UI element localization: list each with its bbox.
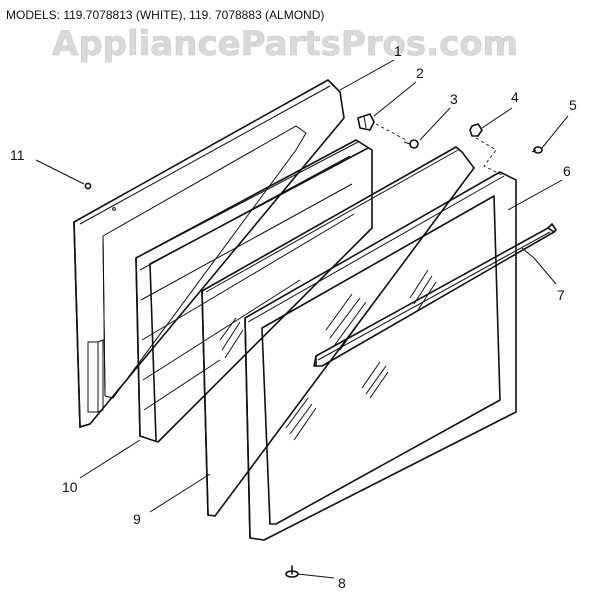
nut-part-4 — [469, 123, 483, 137]
callout-10: 10 — [62, 479, 78, 495]
callout-11: 11 — [10, 147, 25, 163]
fastener-part-8 — [285, 565, 299, 578]
watermark-text: AppliancePartsPros.com — [52, 24, 518, 64]
callout-7: 7 — [557, 287, 565, 303]
models-header: MODELS: 119.7078813 (WHITE), 119. 707888… — [6, 8, 324, 22]
callout-2: 2 — [416, 65, 424, 81]
callout-5: 5 — [569, 97, 577, 113]
screw-part-11 — [84, 182, 92, 190]
hinge-bracket-part — [357, 113, 375, 131]
door-liner-part — [73, 79, 345, 428]
screw-part-3 — [403, 139, 419, 149]
callout-3: 3 — [450, 91, 458, 107]
callout-4: 4 — [511, 89, 519, 105]
door-handle-part — [313, 223, 557, 367]
leader-lines — [35, 59, 569, 579]
assembly-dashed-lines — [375, 123, 505, 177]
callout-8: 8 — [338, 575, 346, 591]
callout-6: 6 — [563, 163, 571, 179]
outer-door-frame-part — [244, 171, 517, 541]
callout-1: 1 — [394, 43, 402, 59]
callout-9: 9 — [133, 511, 141, 527]
screw-part-5 — [531, 146, 543, 154]
insulation-block-part — [135, 139, 373, 443]
glass-panel-part — [201, 146, 475, 517]
